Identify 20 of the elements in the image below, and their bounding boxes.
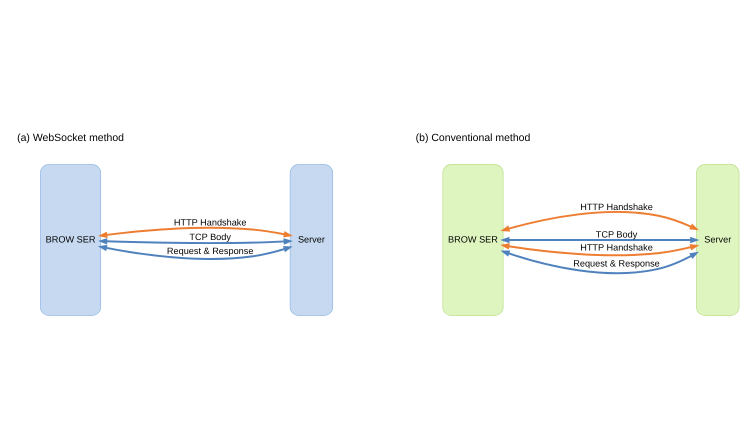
- arrow: [98, 238, 293, 245]
- arrow: [500, 211, 699, 232]
- arrow: [98, 226, 293, 238]
- arrow: [500, 243, 700, 256]
- edge-label: TCP Body: [596, 230, 638, 240]
- edge-label: HTTP Handshake: [580, 242, 653, 253]
- arrow: [500, 236, 700, 244]
- label: (a) WebSocket method: [17, 132, 124, 144]
- node-box: Server: [696, 164, 740, 316]
- arrow: [500, 250, 699, 274]
- node-box: BROW SER: [40, 164, 102, 316]
- arrow: [98, 244, 293, 260]
- node-box: Server: [290, 164, 334, 316]
- edge-label: HTTP Handshake: [580, 202, 653, 212]
- label: (b) Conventional method: [416, 132, 530, 144]
- edge-label: Request & Response: [166, 246, 254, 256]
- edge-label: Request & Response: [573, 258, 660, 268]
- edge-label: HTTP Handshake: [174, 218, 246, 228]
- edge-label: TCP Body: [189, 232, 231, 242]
- node-box: BROW SER: [442, 164, 504, 316]
